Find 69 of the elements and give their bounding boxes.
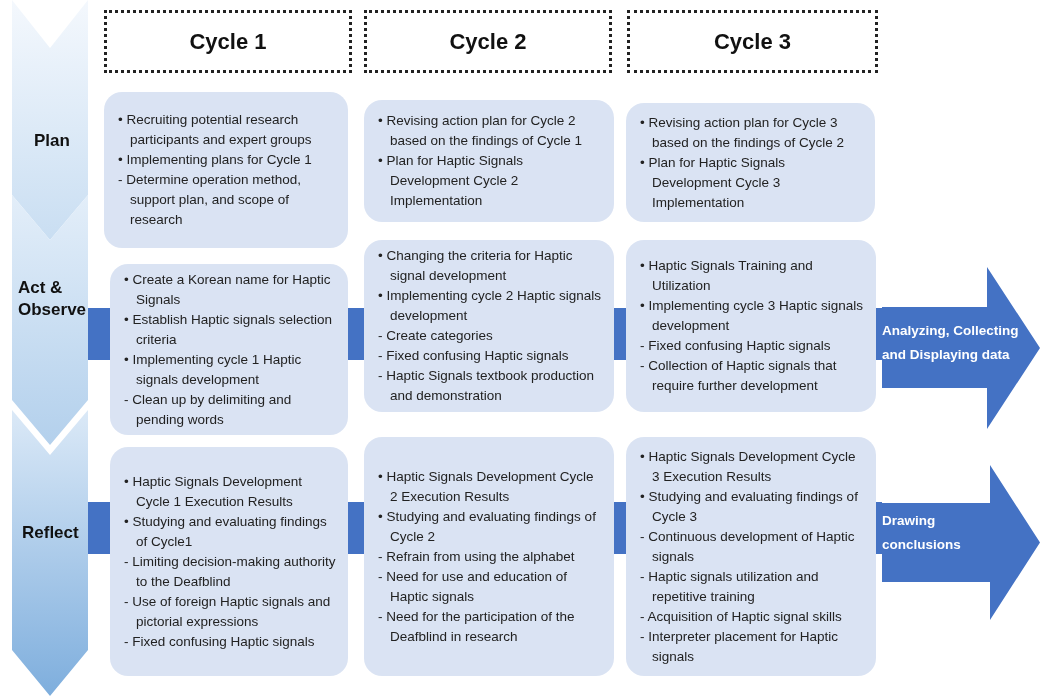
list-item: • Plan for Haptic Signals Development Cycle 3 Implementation <box>640 153 787 212</box>
connector-band <box>348 308 364 360</box>
chevron-band <box>12 0 88 240</box>
list-item: • Plan for Haptic Signals Development Cycle 2 Implementation <box>378 152 525 210</box>
list-item: - Limiting decision-making authority to the Deafblind <box>124 552 337 591</box>
text-box <box>110 447 348 676</box>
connector-band <box>88 502 110 554</box>
list-item: - Fixed confusing Haptic signals <box>124 632 316 651</box>
list-item: - Refrain from using the alphabet <box>378 547 576 566</box>
list-item: • Create a Korean name for Haptic Signals <box>124 270 332 309</box>
list-item: • Studying and evaluating findings of Cycle1 <box>124 512 328 551</box>
list-item: - Haptic Signals textbook production and demonstration <box>378 367 596 405</box>
text-box <box>364 100 614 222</box>
list-item: • Changing the criteria for Haptic signal development <box>378 247 574 285</box>
cycle-header <box>627 10 878 73</box>
cycle-title: Cycle 2 <box>449 28 527 55</box>
list-item: • Revising action plan for Cycle 2 based on the findings of Cycle 1 <box>378 112 584 150</box>
arrow-label: Drawing conclusions <box>882 512 962 554</box>
text-box <box>364 240 614 412</box>
list-item: • Implementing plans for Cycle 1 <box>118 151 313 169</box>
stage-label: Plan <box>34 130 71 152</box>
list-item: - Clean up by delimiting and pending words <box>124 390 293 429</box>
cycle-header <box>104 10 352 73</box>
cycle-title: Cycle 1 <box>189 28 267 55</box>
list-item: • Implementing cycle 1 Haptic signals development <box>124 350 303 389</box>
list-item: • Implementing cycle 3 Haptic signals development <box>640 297 865 335</box>
connector-band <box>876 502 882 554</box>
list-item: • Revising action plan for Cycle 3 based on the findings of Cycle 2 <box>640 113 846 152</box>
connector-band <box>876 308 882 360</box>
result-banner <box>882 465 1040 620</box>
list-item: - Interpreter placement for Haptic signals <box>640 627 840 666</box>
stage-label: Reflect <box>22 522 80 544</box>
text-box <box>364 437 614 676</box>
list-item: - Fixed confusing Haptic signals <box>640 337 832 355</box>
list-item: - Collection of Haptic signals that require further development <box>640 357 838 395</box>
result-banner <box>882 267 1040 429</box>
list-item: • Haptic Signals Development Cycle 1 Execution Results <box>124 472 304 511</box>
list-item: - Acquisition of Haptic signal skills <box>640 607 843 626</box>
connector-band <box>88 308 110 360</box>
text-box <box>626 437 876 676</box>
list-item: • Establish Haptic signals selection criteria <box>124 310 334 349</box>
text-box <box>110 264 348 435</box>
list-item: • Haptic Signals Training and Utilization <box>640 257 814 295</box>
list-item: - Determine operation method, support plan, and scope of research <box>118 171 303 229</box>
list-item: - Continuous development of Haptic signals <box>640 527 856 566</box>
text-box <box>626 240 876 412</box>
chevron-band <box>12 195 88 445</box>
list-item: • Studying and evaluating findings of Cycle 2 <box>378 507 597 546</box>
arrow-label: Analyzing, Collecting and Displaying data <box>882 322 1020 364</box>
chevron-band <box>12 410 88 696</box>
list-item: • Implementing cycle 2 Haptic signals development <box>378 287 603 325</box>
list-item: - Fixed confusing Haptic signals <box>378 347 570 365</box>
list-item: • Haptic Signals Development Cycle 2 Execution Results <box>378 467 595 506</box>
connector-band <box>614 502 626 554</box>
list-item: • Recruiting potential research participants and expert groups <box>118 111 313 149</box>
text-box <box>104 92 348 248</box>
list-item: - Create categories <box>378 327 494 345</box>
text-box <box>626 103 875 222</box>
connector-band <box>614 308 626 360</box>
cycle-title: Cycle 3 <box>713 28 792 55</box>
list-item: - Use of foreign Haptic signals and pictorial expressions <box>124 592 332 631</box>
list-item: - Need for use and education of Haptic signals <box>378 567 569 606</box>
stage-label: Act & Observe <box>18 277 88 321</box>
list-item: - Need for the participation of the Deafblind in research <box>378 607 576 646</box>
list-item: - Haptic signals utilization and repetitive training <box>640 567 820 606</box>
cycle-header <box>364 10 612 73</box>
list-item: • Studying and evaluating findings of Cycle 3 <box>640 487 859 526</box>
connector-band <box>348 502 364 554</box>
list-item: • Haptic Signals Development Cycle 3 Execution Results <box>640 447 857 486</box>
